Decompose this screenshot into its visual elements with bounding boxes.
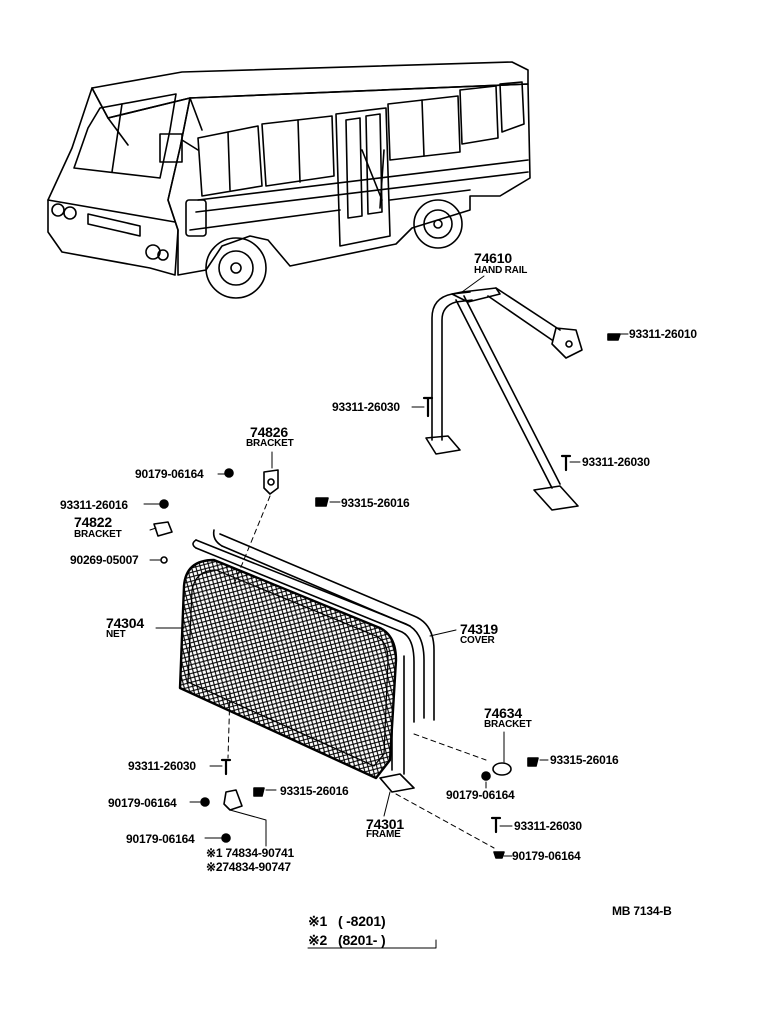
bracket-74634-number: 74634 [484,705,522,721]
fastener-90179-06164-right: 90179-06164 [446,788,515,802]
fastener-90179-06164-top: 90179-06164 [135,467,204,481]
fastener-90269-05007: 90269-05007 [70,553,139,567]
legend-1-mark: ※1 [308,913,328,929]
net-name: NET [106,629,126,640]
bracket-74826-number: 74826 [250,424,288,440]
variant-1-part: ※1 74834-90741 [206,846,294,860]
frame-number: 74301 [366,816,404,832]
fastener-93311-26010: 93311-26010 [629,327,697,341]
legend-2-range: (8201- ) [338,932,386,948]
small-parts-drawings [153,333,621,859]
bracket-74822-name: BRACKET [74,529,122,540]
net-number: 74304 [106,615,144,631]
leader-lines [143,275,629,949]
bracket-74826-name: BRACKET [246,438,294,449]
variant-2-part: ※274834-90747 [206,860,291,874]
bracket-74634-name: BRACKET [484,719,532,730]
fastener-93315-26016-right: 93315-26016 [550,753,619,767]
hand-rail-number: 74610 [474,250,512,266]
hand-rail-drawing [425,287,583,511]
net-drawing [178,558,398,780]
cover-name: COVER [460,635,495,646]
fastener-93311-26030-left: 93311-26030 [128,759,196,773]
fastener-90179-06164-bottom-right: 90179-06164 [512,849,581,863]
fastener-93311-26030-right: 93311-26030 [582,455,650,469]
hand-rail-name: HAND RAIL [474,265,528,276]
fastener-93311-26030-upper: 93311-26030 [332,400,400,414]
cover-number: 74319 [460,621,498,637]
fastener-93315-26016-lower: 93315-26016 [280,784,349,798]
cover-and-frame-drawing [192,529,435,793]
fastener-93311-26016: 93311-26016 [60,498,128,512]
fastener-93311-26030-lower: 93311-26030 [514,819,582,833]
frame-name: FRAME [366,829,401,840]
fastener-90179-06164-bottom: 90179-06164 [126,832,195,846]
legend-2-mark: ※2 [308,932,328,948]
bracket-74822-number: 74822 [74,514,112,530]
fastener-90179-06164-left: 90179-06164 [108,796,177,810]
figure-code: MB 7134-B [612,904,672,918]
fastener-93315-26016-top: 93315-26016 [341,496,410,510]
legend-1-range: ( -8201) [338,913,386,929]
bus-illustration [47,61,531,299]
